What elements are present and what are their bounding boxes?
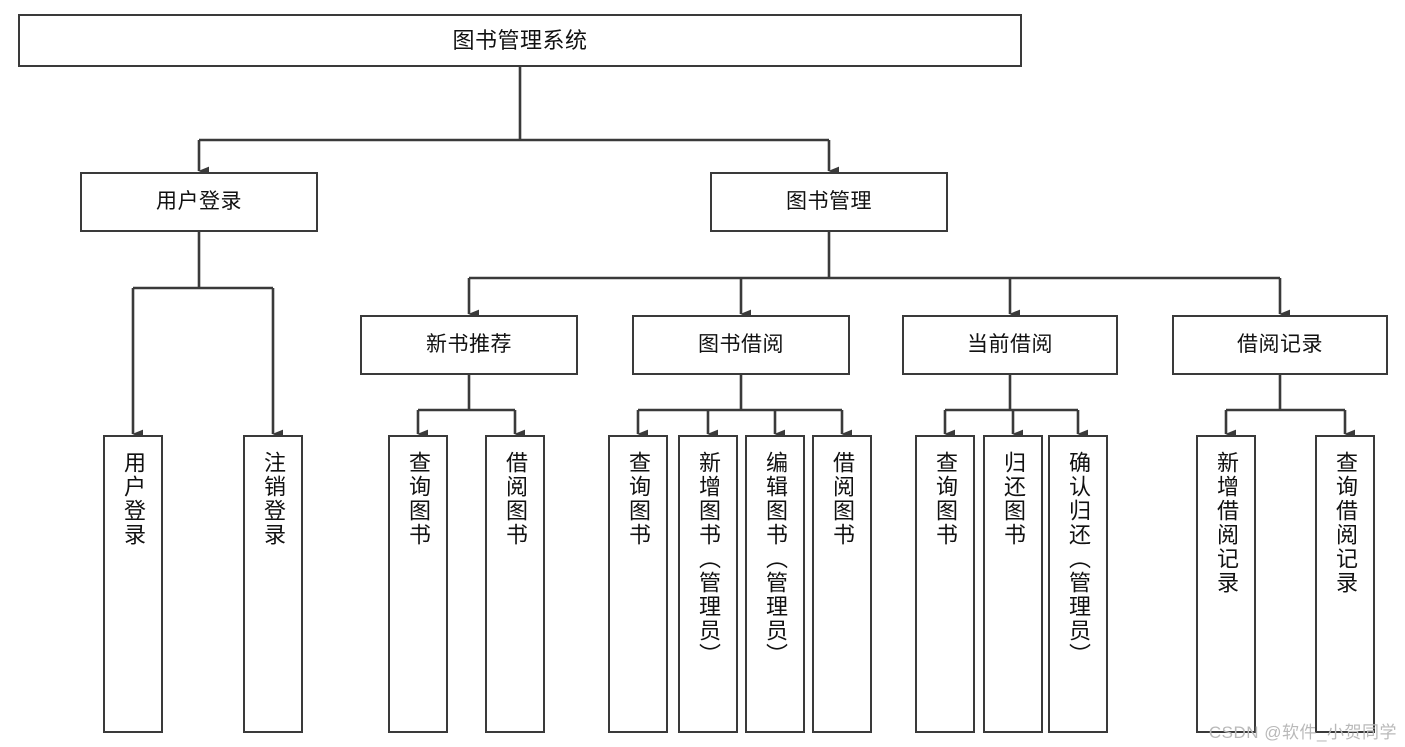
node-leaf-bw-add[interactable]: 新增图书（管理员）: [678, 435, 738, 733]
node-label-leaf-nb-query: 查询图书: [406, 451, 431, 547]
node-leaf-bw-query[interactable]: 查询图书: [608, 435, 668, 733]
node-label-leaf-user-login: 用户登录: [121, 451, 146, 547]
node-leaf-cur-return[interactable]: 归还图书: [983, 435, 1043, 733]
watermark-text: CSDN @软件_小贺同学: [1208, 723, 1397, 742]
node-label-borrow: 图书借阅: [698, 332, 784, 356]
node-root[interactable]: 图书管理系统: [18, 14, 1022, 67]
node-label-current: 当前借阅: [967, 332, 1053, 356]
node-leaf-cur-confirm[interactable]: 确认归还（管理员）: [1048, 435, 1108, 733]
node-leaf-cur-query[interactable]: 查询图书: [915, 435, 975, 733]
node-newbook[interactable]: 新书推荐: [360, 315, 578, 375]
node-label-records: 借阅记录: [1237, 332, 1323, 356]
node-borrow[interactable]: 图书借阅: [632, 315, 850, 375]
node-login[interactable]: 用户登录: [80, 172, 318, 232]
node-label-leaf-bw-borrow: 借阅图书: [830, 451, 855, 547]
node-leaf-user-login[interactable]: 用户登录: [103, 435, 163, 733]
node-label-leaf-bw-query: 查询图书: [626, 451, 651, 547]
node-label-leaf-user-logout: 注销登录: [261, 451, 286, 547]
node-label-leaf-nb-borrow: 借阅图书: [503, 451, 528, 547]
node-bookmgmt[interactable]: 图书管理: [710, 172, 948, 232]
node-leaf-rec-add[interactable]: 新增借阅记录: [1196, 435, 1256, 733]
node-current[interactable]: 当前借阅: [902, 315, 1118, 375]
node-label-leaf-bw-add: 新增图书（管理员）: [696, 451, 721, 667]
node-label-leaf-cur-return: 归还图书: [1001, 451, 1026, 547]
node-label-newbook: 新书推荐: [426, 332, 512, 356]
node-label-login: 用户登录: [156, 189, 242, 213]
node-leaf-user-logout[interactable]: 注销登录: [243, 435, 303, 733]
node-label-leaf-rec-add: 新增借阅记录: [1214, 451, 1239, 595]
node-label-root: 图书管理系统: [452, 27, 588, 53]
node-leaf-nb-query[interactable]: 查询图书: [388, 435, 448, 733]
node-label-leaf-cur-query: 查询图书: [933, 451, 958, 547]
node-label-leaf-cur-confirm: 确认归还（管理员）: [1066, 451, 1091, 667]
node-leaf-rec-query[interactable]: 查询借阅记录: [1315, 435, 1375, 733]
node-leaf-bw-edit[interactable]: 编辑图书（管理员）: [745, 435, 805, 733]
node-records[interactable]: 借阅记录: [1172, 315, 1388, 375]
node-leaf-bw-borrow[interactable]: 借阅图书: [812, 435, 872, 733]
node-label-leaf-rec-query: 查询借阅记录: [1333, 451, 1358, 595]
node-leaf-nb-borrow[interactable]: 借阅图书: [485, 435, 545, 733]
node-label-bookmgmt: 图书管理: [786, 189, 872, 213]
node-label-leaf-bw-edit: 编辑图书（管理员）: [763, 451, 788, 667]
